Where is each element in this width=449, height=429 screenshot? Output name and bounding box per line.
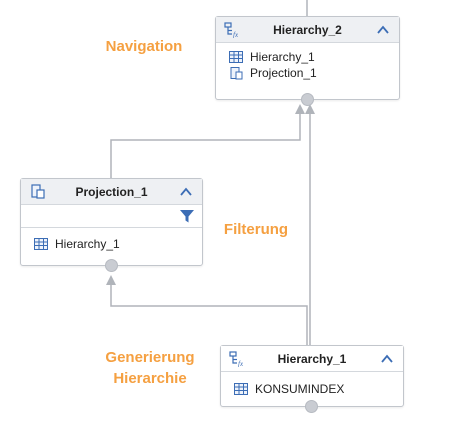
node-hierarchy-2[interactable]: fx Hierarchy_2 Hierarchy_1 Projection_1: [215, 16, 400, 100]
connector-projection1-to-hierarchy2: [110, 112, 301, 178]
node-header[interactable]: Projection_1: [21, 179, 202, 205]
output-port-projection-1[interactable]: [105, 259, 118, 272]
hierarchy-fx-icon: fx: [224, 22, 239, 38]
annotation-filtering: Filterung: [223, 221, 289, 238]
connector-hierarchy1-to-projection1: [110, 283, 308, 345]
table-icon: [34, 238, 48, 250]
node-projection-1[interactable]: Projection_1 Hierarchy_1: [20, 178, 203, 266]
input-label: Hierarchy_1: [55, 237, 120, 251]
svg-text:fx: fx: [238, 360, 244, 367]
node-inputs: KONSUMINDEX: [221, 372, 403, 397]
chevron-up-icon[interactable]: [179, 185, 193, 199]
hierarchy-fx-icon: fx: [229, 351, 244, 367]
node-title: Hierarchy_1: [277, 352, 347, 366]
input-label: Projection_1: [250, 66, 317, 80]
chevron-up-icon[interactable]: [380, 352, 394, 366]
node-inputs: Hierarchy_1 Projection_1: [216, 43, 399, 81]
input-item[interactable]: Hierarchy_1: [31, 236, 202, 252]
annotation-generation: Generierung Hierarchie: [86, 347, 214, 389]
node-header[interactable]: fx Hierarchy_2: [216, 17, 399, 43]
node-hierarchy-1[interactable]: fx Hierarchy_1 KONSUMINDEX: [220, 345, 404, 407]
projection-icon: [230, 67, 243, 80]
table-icon: [234, 383, 248, 395]
annotation-navigation: Navigation: [105, 38, 183, 55]
output-port-hierarchy-2[interactable]: [301, 93, 314, 106]
node-title: Hierarchy_2: [273, 23, 342, 37]
input-label: Hierarchy_1: [250, 50, 315, 64]
input-item[interactable]: KONSUMINDEX: [231, 381, 403, 397]
projection-icon: [31, 184, 45, 199]
svg-text:fx: fx: [233, 31, 239, 38]
connector-arrowhead-hierarchy1-top: [305, 104, 315, 114]
input-item[interactable]: Hierarchy_1: [226, 49, 399, 65]
node-toolbar: [21, 205, 202, 228]
annotation-generation-line1: Generierung: [105, 349, 195, 366]
node-inputs: Hierarchy_1: [21, 228, 202, 252]
chevron-up-icon[interactable]: [376, 23, 390, 37]
output-port-hierarchy-1[interactable]: [305, 400, 318, 413]
annotation-generation-line2: Hierarchie: [113, 370, 187, 387]
node-title: Projection_1: [75, 185, 148, 199]
connector-arrowhead-projection1-bottom: [106, 275, 116, 285]
filter-funnel-icon[interactable]: [179, 208, 195, 224]
connector-arrowhead-projection1: [295, 104, 305, 114]
input-item[interactable]: Projection_1: [226, 65, 399, 81]
node-header[interactable]: fx Hierarchy_1: [221, 346, 403, 372]
input-label: KONSUMINDEX: [255, 382, 345, 396]
table-icon: [229, 51, 243, 63]
